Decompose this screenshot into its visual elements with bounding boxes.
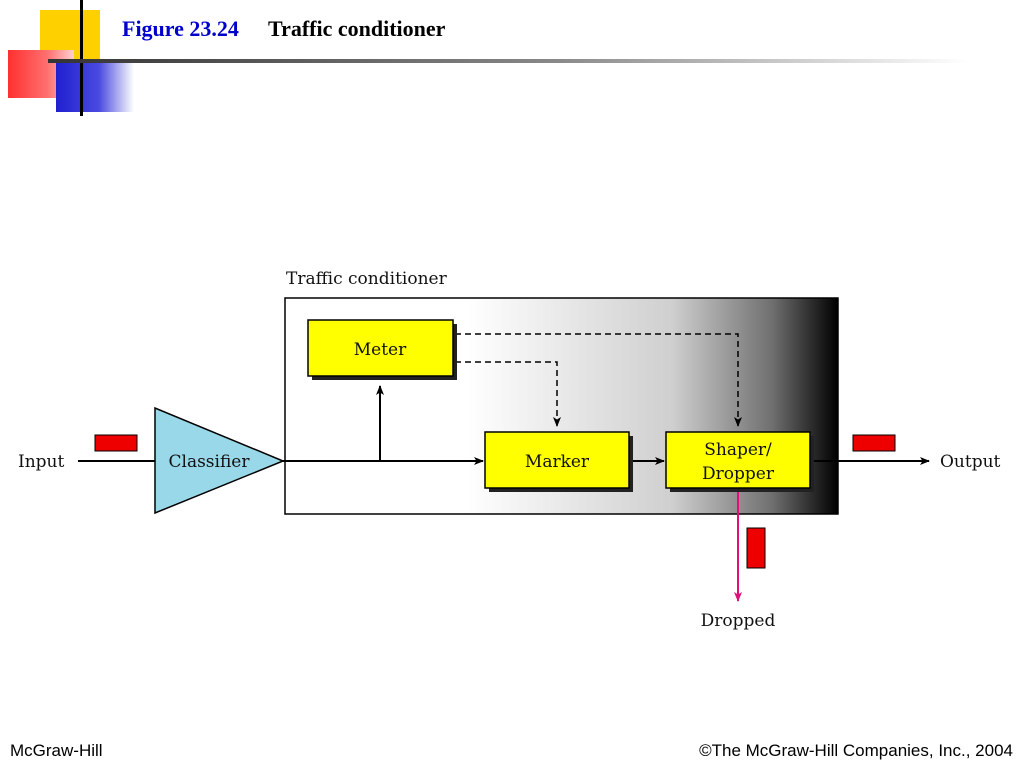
classifier-triangle (154, 406, 285, 515)
marker-label: Marker (525, 452, 590, 472)
dropped-packet (746, 527, 766, 569)
shaper-label-line1: Shaper/ (704, 440, 772, 460)
input-packet (94, 434, 138, 452)
figure-title: Traffic conditioner (268, 16, 446, 41)
output-packet (852, 434, 896, 452)
logo-blue-square (56, 62, 134, 112)
footer-copyright: ©The McGraw-Hill Companies, Inc., 2004 (699, 741, 1013, 760)
figure-number: Figure 23.24 (122, 16, 239, 41)
meter-to-shaper-dashed-arrow (455, 333, 742, 427)
marker-box (484, 431, 630, 489)
dropped-label: Dropped (701, 611, 776, 631)
shaper-label-line2: Dropper (702, 464, 775, 484)
meter-to-marker-dashed-arrow (455, 361, 561, 427)
input-label: Input (18, 452, 64, 472)
shaper-dropper-box (665, 431, 811, 489)
container-label: Traffic conditioner (286, 269, 448, 289)
header-divider (48, 59, 968, 63)
meter-label: Meter (354, 340, 407, 360)
footer-publisher: McGraw-Hill (10, 741, 103, 760)
classifier-label: Classifier (169, 452, 251, 472)
logo-vertical-line (80, 0, 83, 116)
meter-box (307, 319, 454, 377)
output-label: Output (940, 452, 1001, 472)
slide-title: Figure 23.24 Traffic conditioner (122, 16, 445, 42)
